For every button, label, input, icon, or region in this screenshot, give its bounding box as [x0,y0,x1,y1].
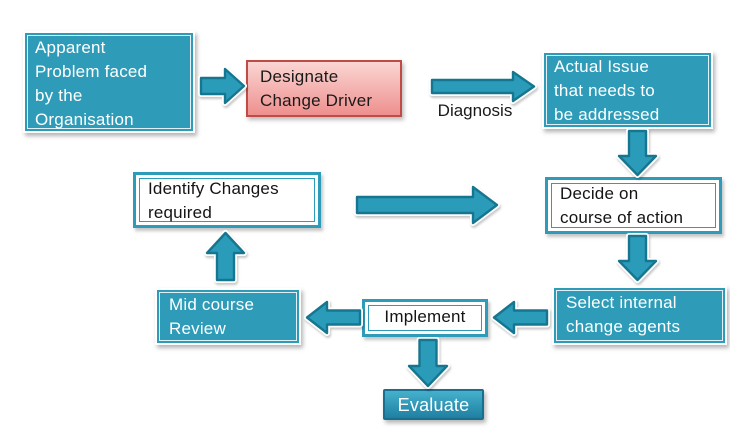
node-decide-course-label: Decide on course of action [560,184,684,227]
node-select-agents: Select internal change agents [552,286,727,345]
node-designate-change-driver: Designate Change Driver [246,60,402,117]
node-actual-issue-label: Actual Issue that needs to be addressed [554,57,660,124]
node-identify-changes-label: Identify Changes required [148,179,279,222]
arrow-down-actual-to-decide-icon [616,128,659,178]
arrow-left-implement-to-midcourse-icon [304,299,363,336]
arrow-right-designate-to-actual-icon [429,69,537,104]
arrow-left-select-to-implement-icon [491,299,550,336]
node-mid-course-review: Mid course Review [155,288,301,345]
arrow-down-decide-to-select-icon [616,233,659,283]
node-actual-issue: Actual Issue that needs to be addressed [542,51,713,129]
node-mid-course-review-label: Mid course Review [169,295,255,338]
arrow-right-apparent-to-designate-icon [198,66,247,106]
node-apparent-problem: Apparent Problem faced by the Organisati… [23,31,195,133]
node-designate-change-driver-label: Designate Change Driver [260,67,373,110]
node-apparent-problem-label: Apparent Problem faced by the Organisati… [35,38,148,129]
arrow-up-midcourse-to-identify-icon [204,230,247,283]
arrow-right-identify-to-decide-icon [354,184,500,226]
node-implement-label: Implement [384,307,466,326]
edge-label-diagnosis: Diagnosis [437,101,513,120]
node-evaluate-label: Evaluate [397,395,470,415]
node-evaluate: Evaluate [383,389,484,420]
node-implement: Implement [362,299,488,337]
node-decide-course: Decide on course of action [545,177,722,234]
node-select-agents-label: Select internal change agents [566,293,681,336]
arrow-down-implement-to-evaluate-icon [406,337,450,389]
node-identify-changes: Identify Changes required [133,172,321,228]
